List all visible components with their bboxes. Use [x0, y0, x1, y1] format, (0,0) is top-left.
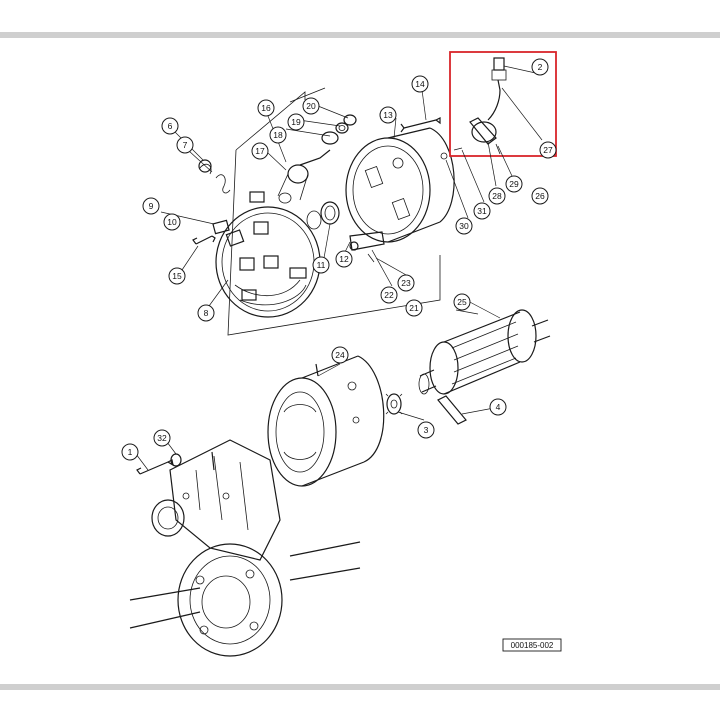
- callout-20: 20: [302, 97, 320, 115]
- armature: [418, 309, 551, 395]
- bolt-14: [400, 117, 441, 133]
- callout-9: 9: [142, 197, 160, 215]
- brush-plate: [215, 206, 321, 318]
- callout-label-25: 25: [457, 297, 467, 307]
- callout-label-2: 2: [538, 62, 543, 72]
- bracket-22: [349, 231, 385, 251]
- field-housing: [267, 355, 385, 487]
- callout-label-18: 18: [273, 130, 283, 140]
- callout-15: 15: [168, 267, 186, 285]
- callout-18: 18: [269, 126, 287, 144]
- callout-label-19: 19: [291, 117, 301, 127]
- brush-left: [212, 219, 230, 235]
- nut-19: [335, 122, 349, 134]
- callout-label-4: 4: [496, 402, 501, 412]
- bearing-17: [287, 164, 309, 184]
- callout-label-8: 8: [204, 308, 209, 318]
- bushing-11: [320, 201, 340, 225]
- callout-28: 28: [488, 187, 506, 205]
- brush-spring: [215, 174, 231, 194]
- top-frame-band: [0, 32, 720, 38]
- callout-23: 23: [397, 274, 415, 292]
- callout-7: 7: [176, 136, 194, 154]
- brush-top: [249, 191, 265, 203]
- callout-6: 6: [161, 117, 179, 135]
- callout-label-21: 21: [409, 303, 419, 313]
- callout-30: 30: [455, 217, 473, 235]
- callout-22: 22: [380, 286, 398, 304]
- callout-13: 13: [379, 106, 397, 124]
- callout-26: 26: [531, 187, 549, 205]
- callout-label-30: 30: [459, 221, 469, 231]
- callout-label-17: 17: [255, 146, 265, 156]
- callout-19: 19: [287, 113, 305, 131]
- callout-label-20: 20: [306, 101, 316, 111]
- transaxle: [129, 439, 361, 657]
- callout-8: 8: [197, 304, 215, 322]
- cap-18: [321, 131, 339, 145]
- callout-14: 14: [411, 75, 429, 93]
- callout-1: 1: [121, 443, 139, 461]
- screw-15: [192, 235, 216, 245]
- brush-bottom: [241, 289, 257, 301]
- callout-label-27: 27: [543, 145, 553, 155]
- callout-label-7: 7: [183, 140, 188, 150]
- callout-31: 31: [473, 202, 491, 220]
- callout-10: 10: [163, 213, 181, 231]
- callout-label-11: 11: [317, 260, 326, 270]
- bolt-1: [136, 459, 174, 475]
- callout-24: 24: [331, 346, 349, 364]
- callout-2: 2: [531, 58, 549, 76]
- pinion-gear: [385, 393, 403, 415]
- drawing-code-box: 000185-002: [502, 638, 562, 652]
- callout-27: 27: [539, 141, 557, 159]
- callout-label-15: 15: [172, 271, 182, 281]
- callout-label-6: 6: [168, 121, 173, 131]
- brush-right: [289, 267, 307, 279]
- drawing-code: 000185-002: [511, 641, 554, 650]
- callouts: 1 2 3 4 6 7 8 9 10 11 12 13 14 15 16 17 …: [121, 58, 557, 461]
- callout-label-32: 32: [157, 433, 167, 443]
- callout-label-1: 1: [128, 447, 133, 457]
- callout-17: 17: [251, 142, 269, 160]
- callout-3: 3: [417, 421, 435, 439]
- callout-29: 29: [505, 175, 523, 193]
- callout-label-31: 31: [477, 206, 487, 216]
- callout-label-12: 12: [339, 254, 349, 264]
- callout-label-3: 3: [424, 425, 429, 435]
- callout-32: 32: [153, 429, 171, 447]
- callout-label-28: 28: [492, 191, 502, 201]
- upper-assembly: [192, 87, 455, 336]
- nut-20: [343, 114, 357, 126]
- callout-label-22: 22: [384, 290, 394, 300]
- callout-label-24: 24: [335, 350, 345, 360]
- callout-label-16: 16: [261, 103, 271, 113]
- callout-label-10: 10: [167, 217, 177, 227]
- callout-25: 25: [453, 293, 471, 311]
- end-cap-housing: [345, 127, 455, 243]
- terminal-4: [437, 395, 467, 425]
- callout-label-29: 29: [509, 179, 519, 189]
- callout-11: 11: [312, 256, 330, 274]
- callout-label-23: 23: [401, 278, 411, 288]
- bottom-frame-band: [0, 684, 720, 690]
- callout-4: 4: [489, 398, 507, 416]
- callout-label-13: 13: [383, 110, 393, 120]
- callout-label-26: 26: [535, 191, 545, 201]
- callout-12: 12: [335, 250, 353, 268]
- callout-label-9: 9: [149, 201, 154, 211]
- callout-16: 16: [257, 99, 275, 117]
- callout-21: 21: [405, 299, 423, 317]
- callout-label-14: 14: [415, 79, 425, 89]
